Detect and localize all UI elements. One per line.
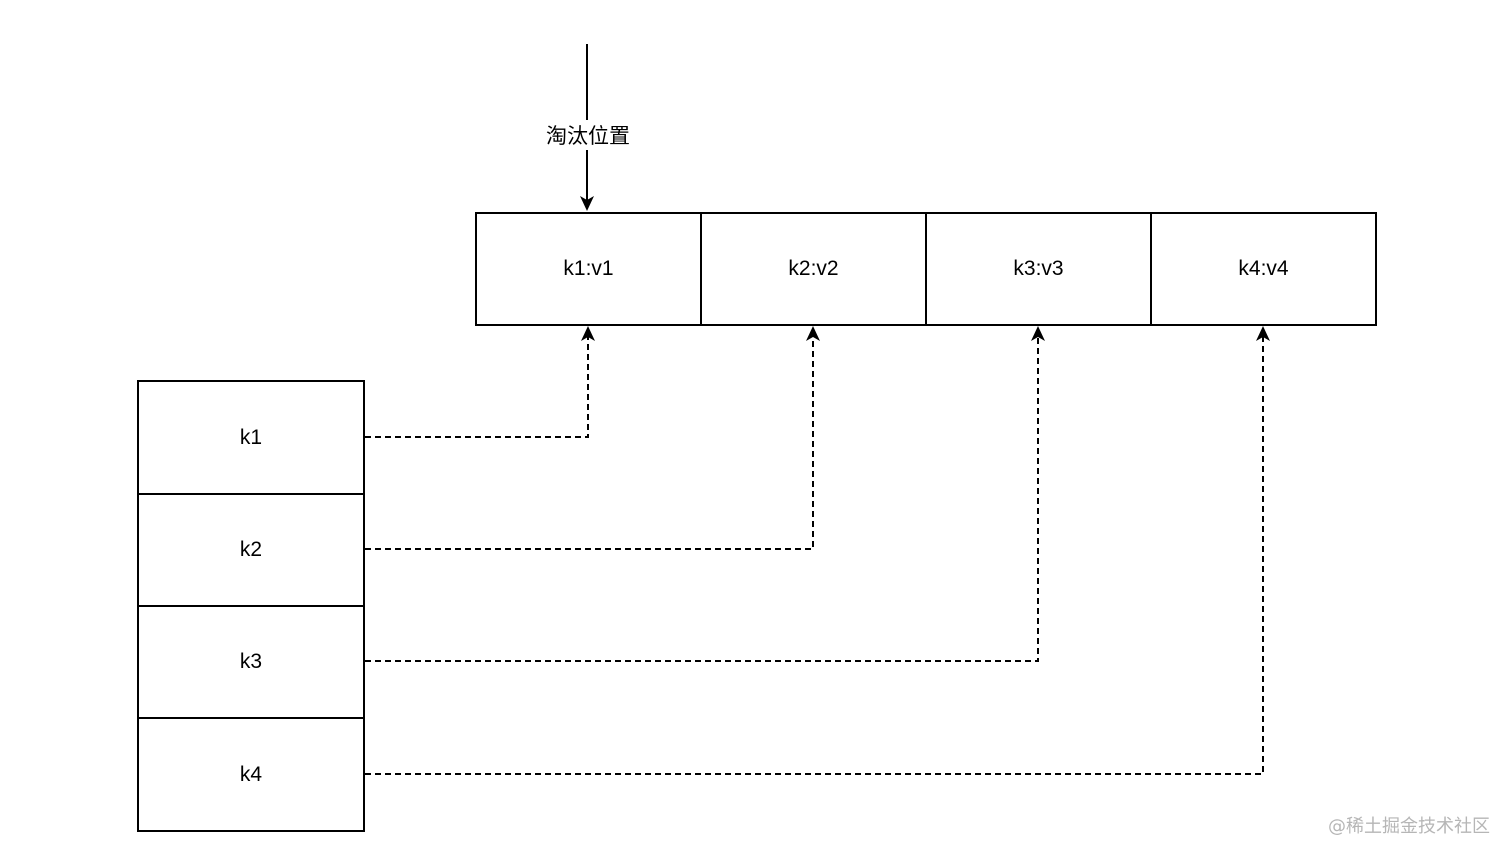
array-cell-k3-v3: k3:v3 [925, 212, 1152, 326]
eviction-arrow-head [580, 196, 594, 211]
array-cell-k2-v2: k2:v2 [700, 212, 927, 326]
connector-k2 [365, 334, 814, 550]
connector-k3-arrowhead [1031, 326, 1045, 341]
array-cell-k4-v4: k4:v4 [1150, 212, 1377, 326]
eviction-position-label: 淘汰位置 [536, 120, 640, 150]
connector-k4 [365, 334, 1264, 775]
key-cell-k4: k4 [137, 717, 365, 832]
connector-k1 [365, 334, 589, 438]
connector-k2-arrowhead [806, 326, 820, 341]
key-cell-k3: k3 [137, 605, 365, 719]
connector-k4-arrowhead [1256, 326, 1270, 341]
watermark: @稀土掘金技术社区 [1328, 816, 1490, 837]
key-cell-k1: k1 [137, 380, 365, 495]
array-cell-k1-v1: k1:v1 [475, 212, 702, 326]
key-cell-k2: k2 [137, 493, 365, 607]
connector-k1-arrowhead [581, 326, 595, 341]
connector-k3 [365, 334, 1039, 662]
